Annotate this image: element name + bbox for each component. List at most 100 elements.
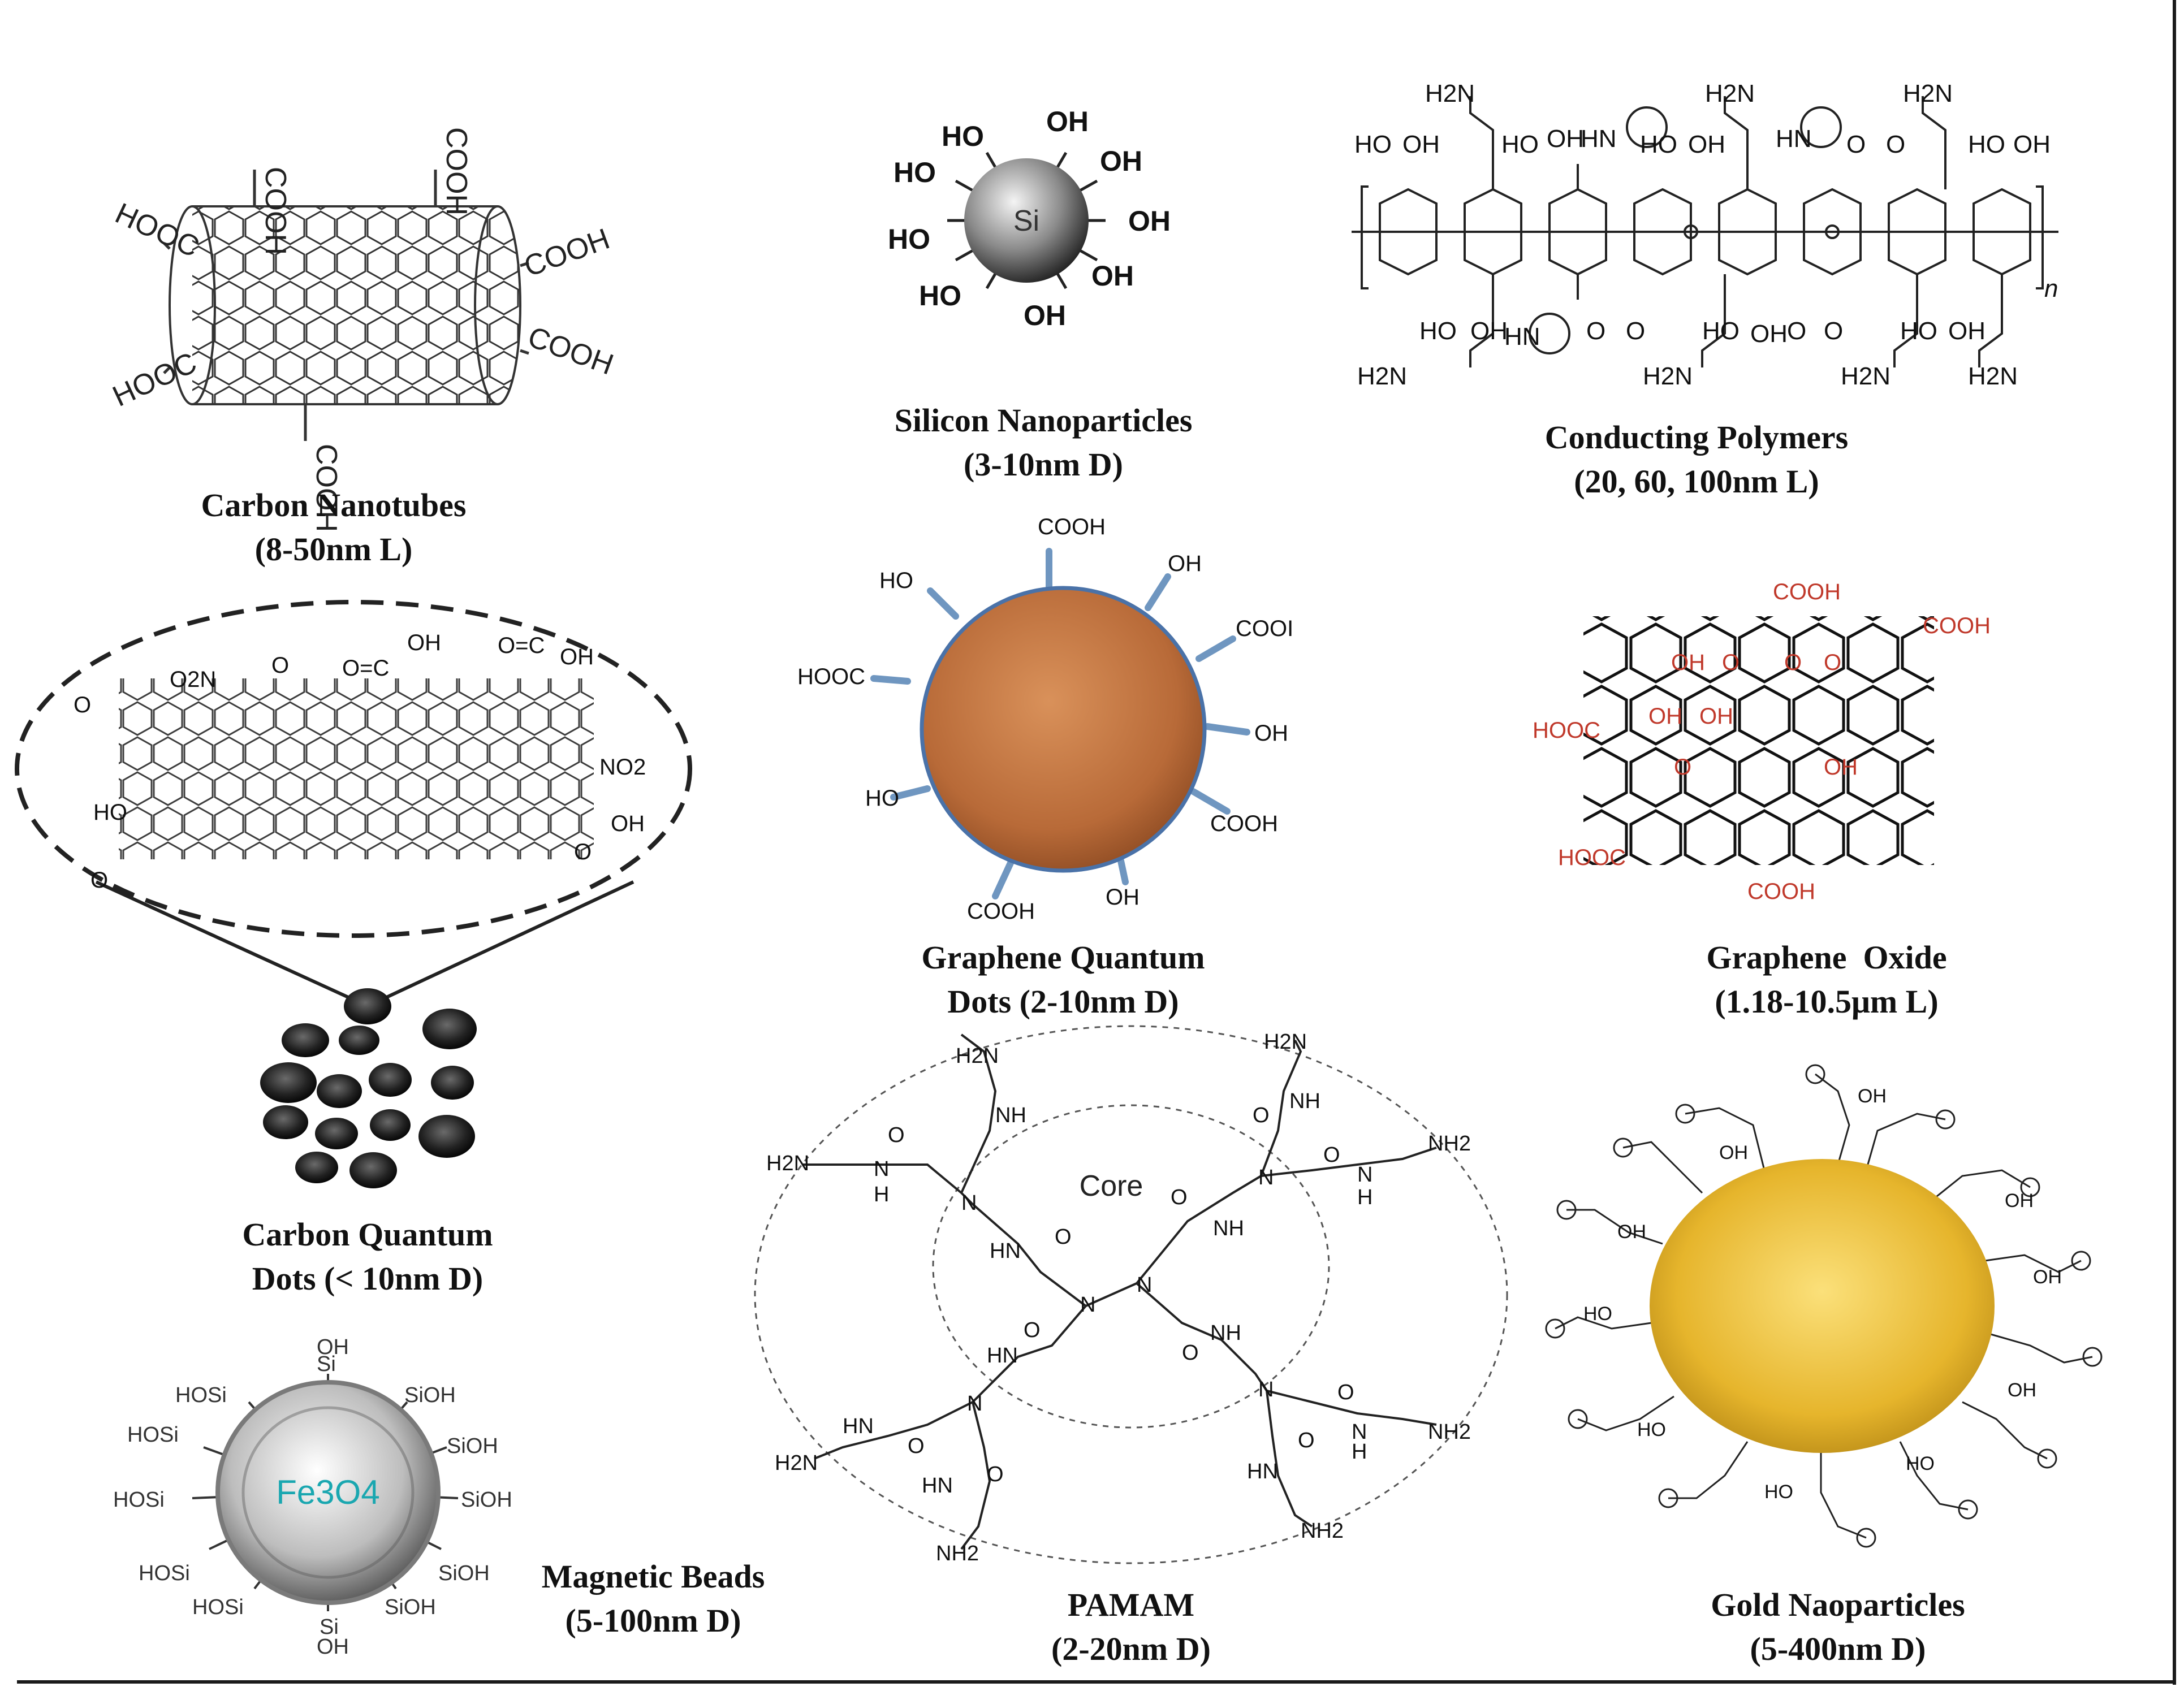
gold-nanoparticles-caption: Gold Naoparticles (5-400nm D): [1674, 1583, 2002, 1671]
gqd-ho-left: HO: [865, 786, 899, 811]
pamam-o-upper-right: O: [1253, 1104, 1270, 1127]
au-oh-2: OH: [1719, 1142, 1748, 1163]
conducting-polymers-title: Conducting Polymers: [1544, 419, 1849, 456]
si-core-label: Si: [1013, 205, 1039, 237]
cnt-cooh-right-lower: COOH: [524, 321, 618, 382]
pamam-title: PAMAM: [1067, 1586, 1195, 1623]
cp-h2n-7: H2N: [1968, 362, 2018, 390]
cp-h2n-2: H2N: [1705, 80, 1755, 107]
pamam-h2n-top: H2N: [956, 1044, 999, 1068]
cp-oh-1: OH: [1402, 131, 1440, 158]
pamam-o-ll: O: [1024, 1318, 1041, 1342]
carbon-quantum-dots-title: Carbon Quantum: [242, 1216, 493, 1253]
cqd-no2: NO2: [599, 755, 646, 780]
pamam-hn-bottom-left: HN: [922, 1474, 953, 1498]
si-oh-right: OH: [1128, 205, 1171, 237]
graphene-quantum-dots-size: Dots (2-10nm D): [947, 983, 1179, 1020]
magnetic-beads-size: (5-100nm D): [565, 1602, 741, 1639]
go-o-3: O: [1824, 650, 1841, 675]
cp-ho-4: HO: [1968, 131, 2005, 158]
go-cooh-top-right: COOH: [1923, 613, 1991, 638]
au-ho-4: HO: [1906, 1453, 1935, 1474]
cp-o-5: O: [1787, 317, 1806, 345]
gqd-cooh-lower-right: COOH: [1210, 811, 1278, 836]
pamam-caption: PAMAM (2-20nm D): [1007, 1583, 1255, 1671]
carbon-quantum-dots-size: Dots (< 10nm D): [252, 1260, 484, 1297]
cp-ho-5: HO: [1419, 317, 1457, 345]
go-oh-3: OH: [1699, 704, 1733, 729]
pamam-o-ur: O: [1171, 1186, 1188, 1209]
pamam-h-left: H: [874, 1183, 889, 1206]
cp-ho-7: HO: [1900, 317, 1937, 345]
pamam-n-core-2: N: [1137, 1273, 1152, 1297]
magnetic-beads-caption: Magnetic Beads (5-100nm D): [506, 1555, 800, 1643]
gqd-cooh-right: COOI: [1236, 616, 1293, 641]
au-oh-6: OH: [2008, 1379, 2036, 1401]
au-oh-5: OH: [2033, 1266, 2062, 1288]
pamam-n-branch-ll: N: [967, 1392, 982, 1416]
gqd-oh-top-right: OH: [1168, 551, 1202, 576]
au-ho-2: HO: [1637, 1419, 1666, 1441]
mb-sioh-4: SiOH: [438, 1561, 490, 1585]
si-oh-upper-right: OH: [1100, 145, 1142, 177]
mb-hosi-5: HOSi: [192, 1595, 244, 1619]
cp-oh-7: OH: [1948, 317, 1986, 345]
cp-hn-3: HN: [1504, 323, 1540, 351]
si-oh-bottom-left: HO: [919, 280, 961, 312]
silicon-nanoparticles-title: Silicon Nanoparticles: [894, 402, 1193, 439]
carbon-nanotubes-caption: Carbon Nanotubes (8-50nm L): [187, 483, 481, 572]
mb-si-bottom: Si: [320, 1615, 339, 1639]
pamam-nh2-right-lower: NH2: [1428, 1420, 1471, 1444]
mb-hosi-2: HOSi: [127, 1423, 179, 1447]
cp-repeat-n: n: [2044, 275, 2058, 302]
conducting-polymer-graphic: [1352, 96, 2058, 367]
au-ho-1: HO: [1583, 1303, 1612, 1325]
cp-o-2: O: [1886, 131, 1905, 158]
gold-nanoparticle-graphic: OH OH OH OH OH HO OH HO HO HO: [1545, 1064, 2103, 1548]
pamam-n-core-1: N: [1080, 1293, 1095, 1317]
gqd-cooh-bottom: COOH: [967, 899, 1035, 924]
pamam-n-left: N: [874, 1157, 889, 1181]
mb-oh-bottom: OH: [317, 1635, 349, 1659]
pamam-nh2-bottom-right: NH2: [1301, 1519, 1344, 1543]
cnt-cooh-right-upper: COOH: [520, 222, 614, 283]
cqd-oh-3: OH: [611, 811, 645, 836]
go-oh-2: OH: [1648, 704, 1682, 729]
pamam-hn-left-lower: HN: [843, 1415, 874, 1438]
pamam-h2n-left: H2N: [766, 1152, 809, 1175]
pamam-n-branch-lr: N: [1258, 1378, 1274, 1401]
silicon-nanoparticles-caption: Silicon Nanoparticles (3-10nm D): [868, 399, 1219, 487]
mb-sioh-1: SiOH: [404, 1383, 456, 1407]
gqd-oh-right: OH: [1254, 721, 1288, 746]
pamam-o-bottom-left: O: [987, 1463, 1004, 1486]
au-oh-1: OH: [1858, 1085, 1887, 1107]
cqd-o-2: O: [74, 693, 91, 717]
cp-oh-2: OH: [1547, 125, 1584, 153]
gqd-hooc-left: HOOC: [797, 664, 865, 689]
go-cooh-top: COOH: [1773, 579, 1841, 604]
frame-bottom-border: [17, 1680, 2176, 1684]
mb-hosi-1: HOSi: [175, 1383, 227, 1407]
cnt-cooh-top-left: COOH: [259, 167, 292, 255]
cqd-o-3: O: [90, 868, 108, 893]
si-oh-bottom: OH: [1024, 300, 1066, 331]
carbon-quantum-dots-graphic: O2N O O=C OH O=C OH O NO2 HO OH O O: [15, 600, 692, 1188]
graphene-oxide-title: Graphene Oxide: [1706, 939, 1947, 976]
cp-hn-2: HN: [1776, 125, 1812, 153]
si-oh-left: HO: [888, 223, 930, 255]
pamam-nh-upper-right: NH: [1289, 1089, 1320, 1113]
cp-ho-6: HO: [1702, 317, 1740, 345]
pamam-nh-ur: NH: [1213, 1217, 1244, 1240]
au-oh-3: OH: [2005, 1190, 2034, 1212]
pamam-h-right: H: [1357, 1186, 1372, 1209]
au-ho-3: HO: [1764, 1481, 1793, 1503]
frame-right-border: [2173, 0, 2176, 1685]
cp-h2n-5: H2N: [1643, 362, 1693, 390]
pamam-hn-ll: HN: [987, 1344, 1018, 1368]
carbon-nanotubes-size: (8-50nm L): [254, 531, 413, 568]
pamam-o-left-lower: O: [908, 1434, 925, 1458]
cqd-o-1: O: [271, 653, 289, 678]
cqd-oeq-2: O=C: [498, 633, 545, 658]
pamam-o-left-upper: O: [888, 1123, 905, 1147]
pamam-nh2-bottom-left: NH2: [936, 1542, 979, 1565]
